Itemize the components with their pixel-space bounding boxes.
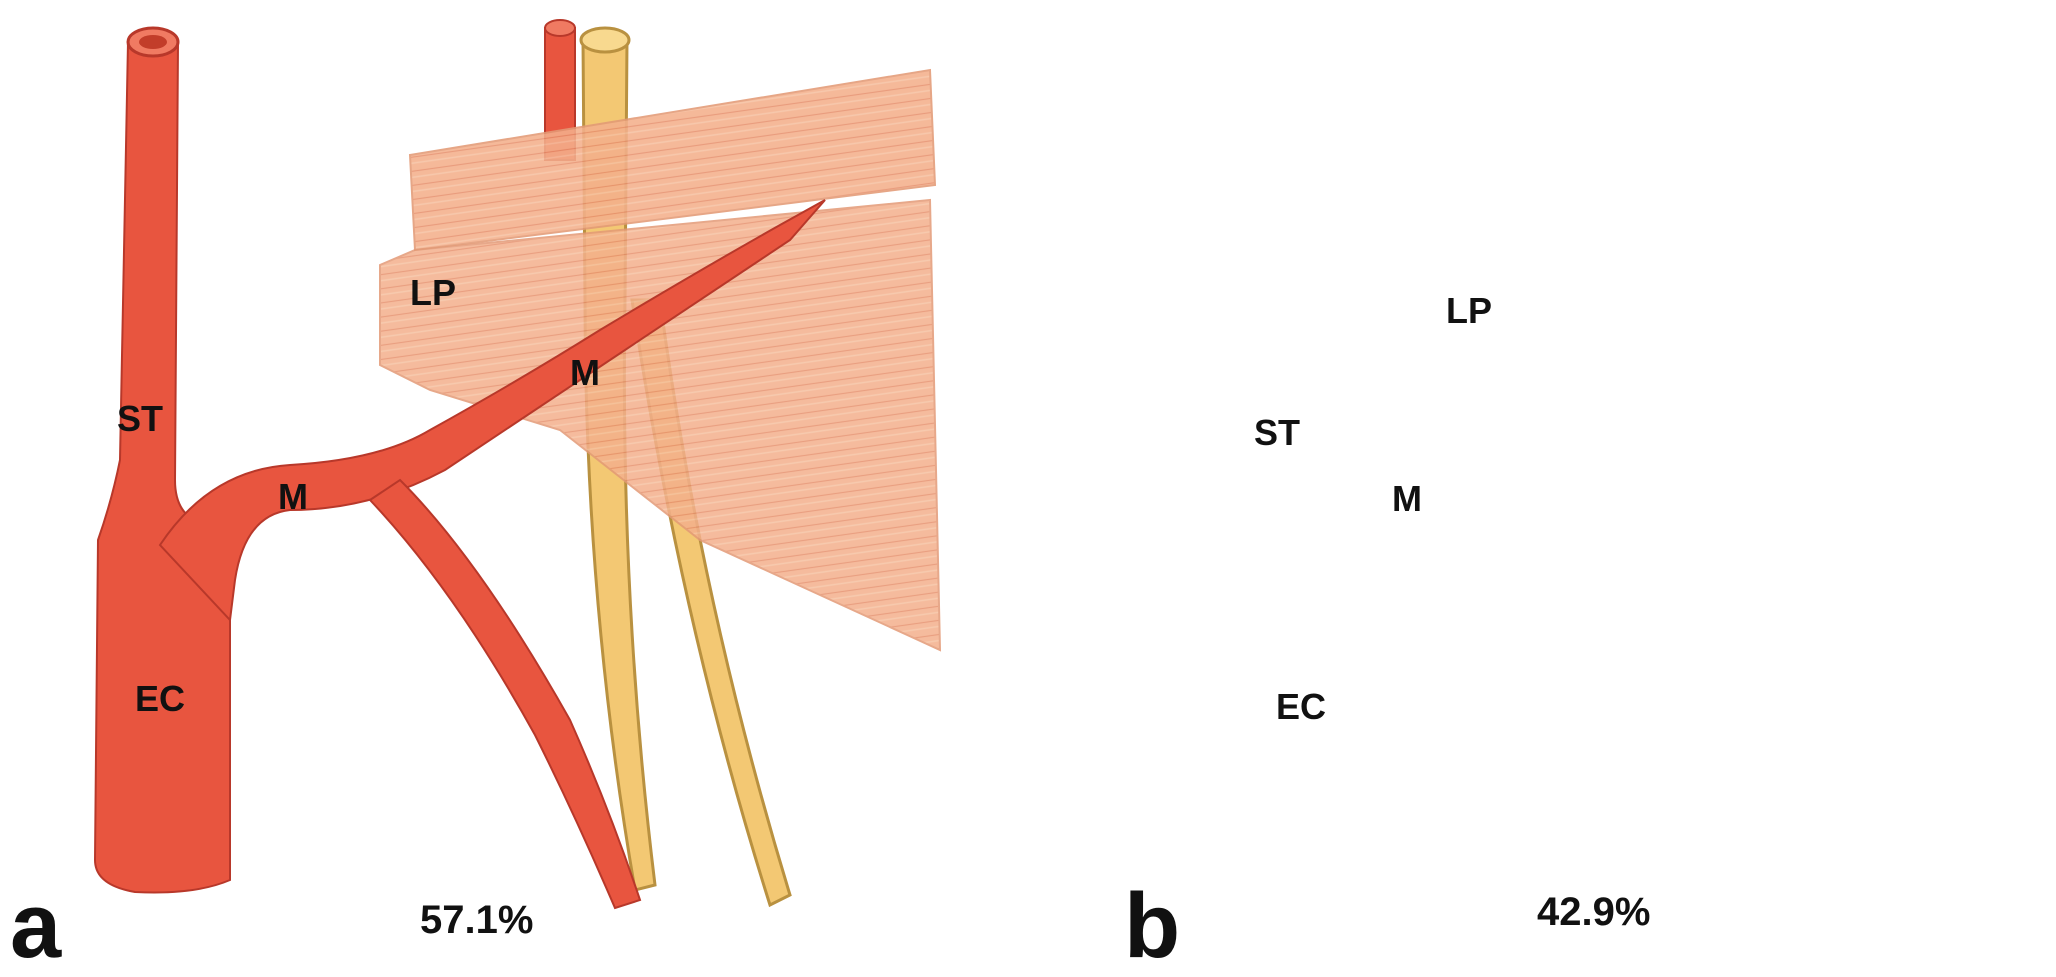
artery-st-a-lumen [139, 35, 167, 49]
label-m-b: M [1392, 478, 1422, 519]
artery-m-a [158, 199, 826, 623]
muscle-upper-a [408, 68, 937, 252]
label-m-lower-a: M [278, 476, 308, 517]
percentage-a: 57.1% [420, 898, 534, 942]
muscle-lp-a [379, 68, 942, 652]
label-m-upper-a: M [570, 352, 600, 393]
panel-letter-a: a [10, 875, 62, 977]
panel-letter-b: b [1124, 875, 1181, 977]
artery-a-behind-top [544, 19, 576, 37]
panel-a [93, 19, 942, 910]
artery-descending-a [368, 478, 642, 910]
nerve-a-top [579, 26, 631, 54]
label-lp-a: LP [410, 272, 457, 313]
label-st-b: ST [1254, 412, 1301, 453]
muscle-lower-a [379, 198, 942, 652]
artery-st-a [93, 41, 231, 894]
percentage-b: 42.9% [1537, 890, 1651, 934]
label-ec-b: EC [1276, 686, 1327, 727]
label-lp-b: LP [1446, 290, 1493, 331]
label-st-a: ST [117, 398, 164, 439]
label-ec-a: EC [135, 678, 186, 719]
artery-system-a [93, 26, 826, 910]
